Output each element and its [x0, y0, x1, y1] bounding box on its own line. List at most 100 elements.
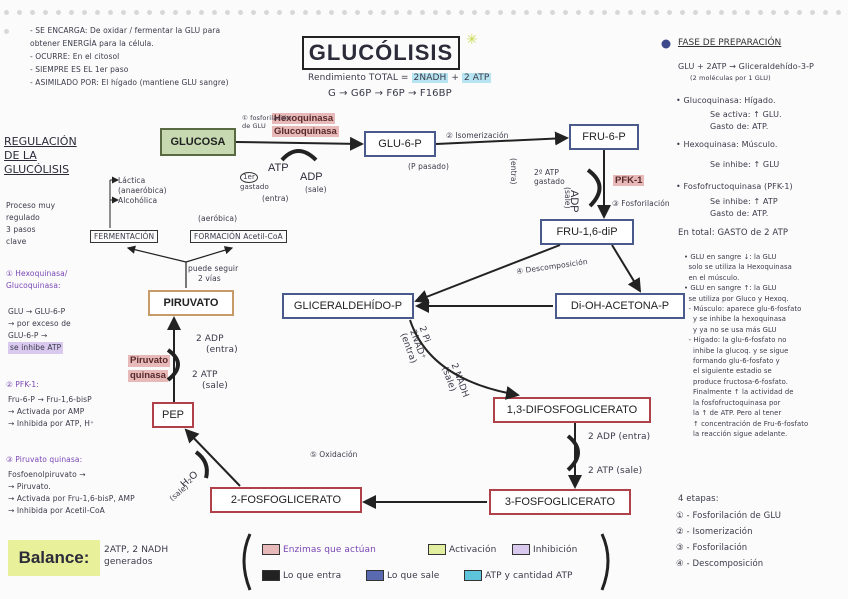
box-pep: PEP — [152, 402, 194, 428]
alcoholica-label: Alcohólica — [118, 196, 158, 205]
arrow-2fosfo-pep — [184, 428, 241, 487]
ring-hole — [225, 10, 230, 15]
ring-hole — [771, 10, 776, 15]
ring-hole — [602, 10, 607, 15]
rendimiento-atp: 2 ATP — [461, 73, 492, 83]
fase-paragraph-line: se utiliza por Gluco y Hexoq. — [684, 294, 789, 303]
regulacion-item1-lines: GLU → GLU-6-P → por exceso de GLU-6-P → … — [8, 306, 71, 354]
legend-inhibicion: Inhibición — [512, 544, 577, 555]
arrow-gliceraldehido-difosfo — [409, 319, 520, 400]
pep-adp-line: (entra) — [206, 345, 238, 355]
box-piruvato: PIRUVATO — [148, 290, 234, 316]
box-fru-1-6-dip: FRU-1,6-diP — [540, 219, 634, 245]
ring-hole — [693, 10, 698, 15]
item3-line: → Piruvato. — [8, 482, 51, 491]
legend-swatch-inhibicion — [512, 544, 530, 555]
ring-hole — [472, 10, 477, 15]
fase-paragraph-line: Finalmente ↑ la actividad de — [684, 388, 794, 397]
ring-hole — [277, 10, 282, 15]
gluco-detail: Se activa: ↑ GLU. — [710, 110, 782, 119]
ring-hole — [667, 10, 672, 15]
ring-hole — [680, 10, 685, 15]
regulacion-intro: Proceso muy regulado 3 pasos clave — [6, 200, 55, 248]
legend-sale: Lo que sale — [366, 570, 439, 581]
atp-gastado-2: 2º ATP gastado — [534, 168, 565, 186]
ring-hole — [537, 10, 542, 15]
ring-hole — [17, 10, 22, 15]
fosfofructo-line: • Fosfofructoquinasa (PFK-1) — [676, 182, 793, 191]
legend-swatch-enzimas — [262, 544, 280, 555]
rendimiento-plus: + — [451, 73, 459, 83]
gastado-1-line: 1er — [240, 172, 258, 183]
legend-activacion-label: Activación — [448, 545, 497, 555]
ring-hole — [732, 10, 737, 15]
balance-line: 2ATP, 2 NADH — [104, 545, 169, 555]
etapas-title: 4 etapas: — [678, 494, 719, 504]
box-fru-6-p: FRU-6-P — [569, 124, 639, 150]
fosforilacion-glu-line: ① fosforilación — [242, 114, 292, 122]
intro-line: Proceso muy — [6, 201, 56, 210]
enzyme-piruvato-quinasa-line: quinasa — [128, 370, 168, 382]
fase-paragraph-line: en el músculo. — [684, 273, 740, 282]
fase-paragraphs: • GLU en sangre ↓: la GLU solo se utiliz… — [684, 252, 808, 439]
ring-hole — [823, 10, 828, 15]
legend-enzimas: Enzimas que actúan — [262, 544, 376, 555]
arrow-fru16dip-gliceraldehido — [414, 244, 561, 304]
curl-h2o — [194, 450, 209, 479]
regulacion-item3-lines: Fosfoenolpiruvato → → Piruvato. → Activa… — [8, 469, 135, 517]
regulacion-item2-lines: Fru-6-P → Fru-1,6-bisP → Activada por AM… — [8, 394, 94, 430]
entra-1: (entra) — [262, 194, 289, 203]
curl-adp-atp-3 — [566, 434, 580, 472]
fosfofructo-details: Se inhibe: ↑ ATP Gasto de: ATP. — [710, 196, 778, 220]
fosfo-detail: Gasto de: ATP. — [710, 209, 769, 218]
lactica-label: Láctica — [118, 176, 146, 185]
etapas-list: ① - Fosforilación de GLU ② - Isomerizaci… — [676, 508, 781, 572]
pep-atp-line: 2 ATP — [192, 370, 218, 380]
atp-sale-3: 2 ATP (sale) — [588, 466, 643, 476]
regulacion-title-line: REGULACIÓN — [4, 135, 77, 148]
ring-hole — [212, 10, 217, 15]
ring-hole — [56, 10, 61, 15]
ring-hole — [303, 10, 308, 15]
sale-1: (sale) — [305, 185, 327, 194]
item2-line: → Inhibida por ATP, H⁺ — [8, 419, 95, 428]
adp-entra-3: 2 ADP (entra) — [588, 432, 651, 442]
arrow-glucosa-glu6p — [235, 136, 364, 151]
item3-line: → Activada por Fru-1,6-bisP, AMP — [8, 494, 135, 503]
pep-adp: 2 ADP (entra) — [196, 334, 238, 356]
ring-hole — [810, 10, 815, 15]
legend-swatch-entra — [262, 570, 280, 581]
ring-hole — [589, 10, 594, 15]
fase-paragraph-line: formando glu-6-fosfato y — [684, 357, 780, 366]
enzyme-hexoquinasa: Hexoquinasa — [272, 113, 336, 124]
pep-atp: 2 ATP (sale) — [192, 370, 228, 392]
ring-hole — [745, 10, 750, 15]
ring-hole — [238, 10, 243, 15]
box-glucosa: GLUCOSA — [160, 128, 236, 156]
ring-hole — [121, 10, 126, 15]
ring-hole — [550, 10, 555, 15]
fase-paragraph-line: ↑ concentración de Fru-6-fosfato — [684, 419, 809, 428]
note-line: - ASIMILADO POR: El hígado (mantiene GLU… — [30, 78, 229, 87]
fase-title: FASE DE PREPARACIÓN — [678, 38, 782, 48]
ring-hole — [654, 10, 659, 15]
adp-label-1: ADP — [300, 171, 323, 183]
fase-paragraph-line: - Músculo: aparece glu-6-fosfato — [684, 305, 802, 314]
anaerobia-label: (anaeróbica) — [118, 186, 167, 195]
balance-text: 2ATP, 2 NADH generados — [104, 544, 168, 568]
regulacion-title-line: DE LA — [4, 149, 37, 162]
item1-line: → por exceso de — [8, 319, 71, 328]
fermentacion-box: FERMENTACIÓN — [90, 230, 159, 243]
rendimiento-prefix: Rendimiento TOTAL = — [308, 73, 409, 83]
arrow-to-fermentacion — [126, 245, 187, 263]
curl-adp-atp-pep — [166, 348, 180, 382]
ring-hole — [576, 10, 581, 15]
ring-hole — [485, 10, 490, 15]
ring-hole — [524, 10, 529, 15]
ring-hole — [498, 10, 503, 15]
glucoquinasa-details: Se activa: ↑ GLU. Gasto de: ATP. — [710, 109, 782, 133]
intro-line: 3 pasos — [6, 225, 36, 234]
box-glu-6-p: GLU-6-P — [364, 131, 436, 157]
ring-hole — [251, 10, 256, 15]
